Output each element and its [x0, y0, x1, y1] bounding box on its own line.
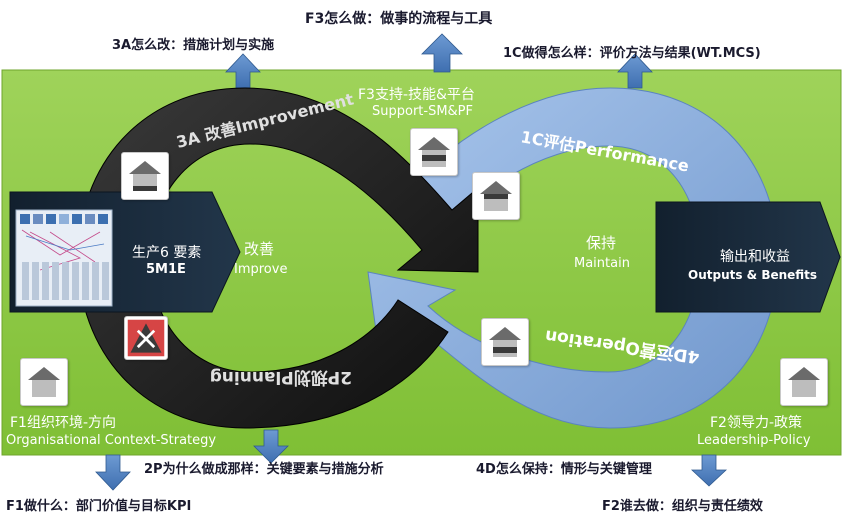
caption-4d-maintain: 4D怎么保持：情形与关键管理	[476, 462, 652, 477]
caption-f2-who: F2谁去做：组织与责任绩效	[602, 499, 763, 514]
caption-2p-why: 2P为什么做成那样：关键要素与措施分析	[144, 462, 384, 477]
planning-loop-label: 2P规划Planning	[210, 367, 352, 388]
down-arrow-4d	[690, 454, 728, 487]
f2-leadership-label-en: Leadership-Policy	[697, 433, 811, 448]
f2-leadership-label-cn: F2领导力-政策	[710, 415, 803, 431]
warning-icon	[124, 316, 168, 360]
house-icon	[481, 318, 529, 366]
up-arrow-f3	[421, 33, 463, 73]
caption-f3-how: F3怎么做：做事的流程与工具	[305, 11, 493, 27]
up-arrow-1c	[617, 53, 653, 89]
support-label-en: Support-SM&PF	[372, 104, 474, 119]
caption-1c-evaluate: 1C做得怎么样：评价方法与结果(WT.MCS)	[503, 46, 761, 61]
caption-3a-improve: 3A怎么改：措施计划与实施	[112, 38, 275, 53]
down-arrow-f1	[95, 454, 131, 491]
house-icon	[410, 128, 458, 176]
improve-center-cn: 改善	[244, 240, 275, 258]
maintain-center-en: Maintain	[574, 256, 630, 271]
production-thumbnail	[15, 209, 113, 307]
house-icon	[780, 358, 828, 406]
maintain-center-cn: 保持	[586, 234, 617, 252]
f1-context-label-cn: F1组织环境-方向	[10, 415, 117, 431]
house-icon	[121, 152, 169, 200]
right-arrow-box	[655, 201, 841, 313]
f1-context-label-en: Organisational Context-Strategy	[6, 433, 217, 448]
house-icon	[472, 172, 520, 220]
house-icon	[20, 358, 68, 406]
left-box-label-en: 5M1E	[146, 262, 186, 277]
caption-f1-what: F1做什么：部门价值与目标KPI	[6, 499, 192, 514]
right-box-label-en: Outputs & Benefits	[688, 268, 818, 282]
left-box-label-cn: 生产6 要素	[132, 245, 202, 261]
down-arrow-2p	[253, 429, 289, 464]
up-arrow-3a	[225, 53, 261, 89]
support-label-cn: F3支持-技能&平台	[358, 87, 475, 103]
improve-center-en: Improve	[234, 262, 288, 277]
right-box-label-cn: 输出和收益	[720, 249, 790, 265]
